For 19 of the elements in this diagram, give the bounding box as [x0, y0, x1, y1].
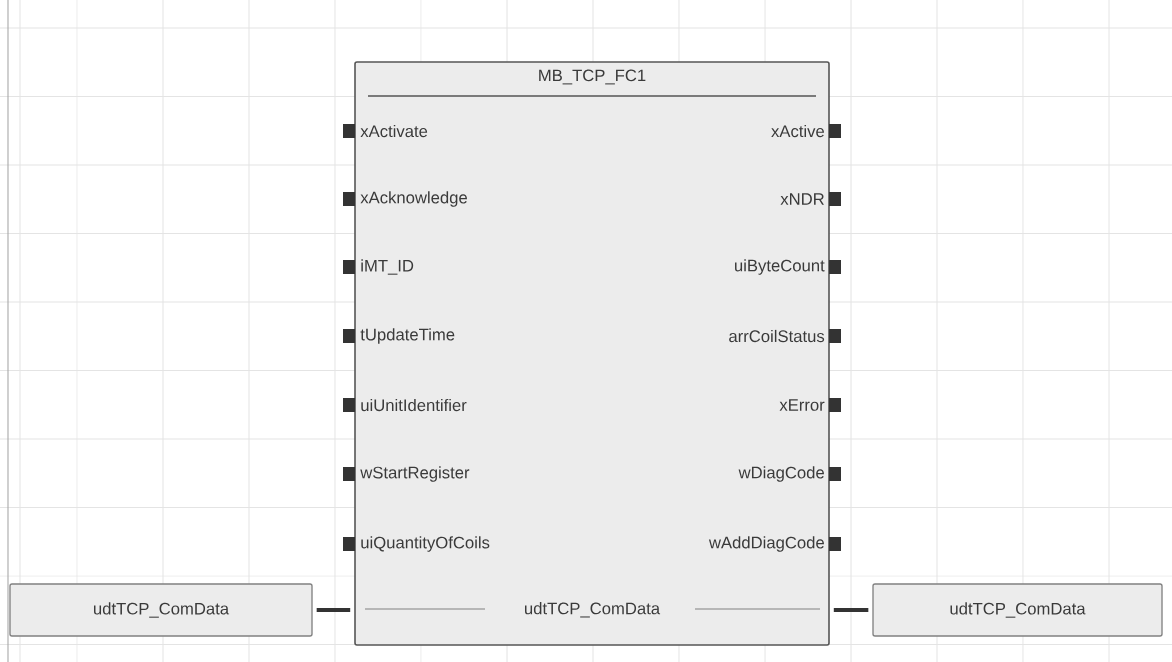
pin-label: uiUnitIdentifier: [361, 398, 467, 412]
pin-label: uiByteCount: [735, 259, 825, 275]
pin-label: xAcknowledge: [360, 191, 467, 207]
pin-label: xActive: [771, 124, 824, 138]
connector-line: [833, 608, 869, 612]
variable-box: udtTCP_ComData: [9, 583, 313, 637]
pin-label: wDiagCode: [738, 466, 824, 482]
pin-label: xError: [779, 399, 825, 411]
pin-label: xActivate: [360, 124, 428, 138]
pin-label: tUpdateTime: [360, 328, 455, 344]
connector-line: [316, 608, 351, 612]
pin-label: iMT_ID: [361, 259, 414, 275]
variable-box: udtTCP_ComData: [872, 583, 1163, 637]
pin-label: arrCoilStatus: [729, 329, 825, 343]
pin-label: xNDR: [780, 193, 824, 205]
pin-label: wStartRegister: [360, 466, 470, 482]
pin-label: udtTCP_ComData: [525, 602, 661, 618]
pin-label: uiQuantityOfCoils: [361, 536, 490, 552]
pin-label: wAddDiagCode: [708, 536, 824, 552]
